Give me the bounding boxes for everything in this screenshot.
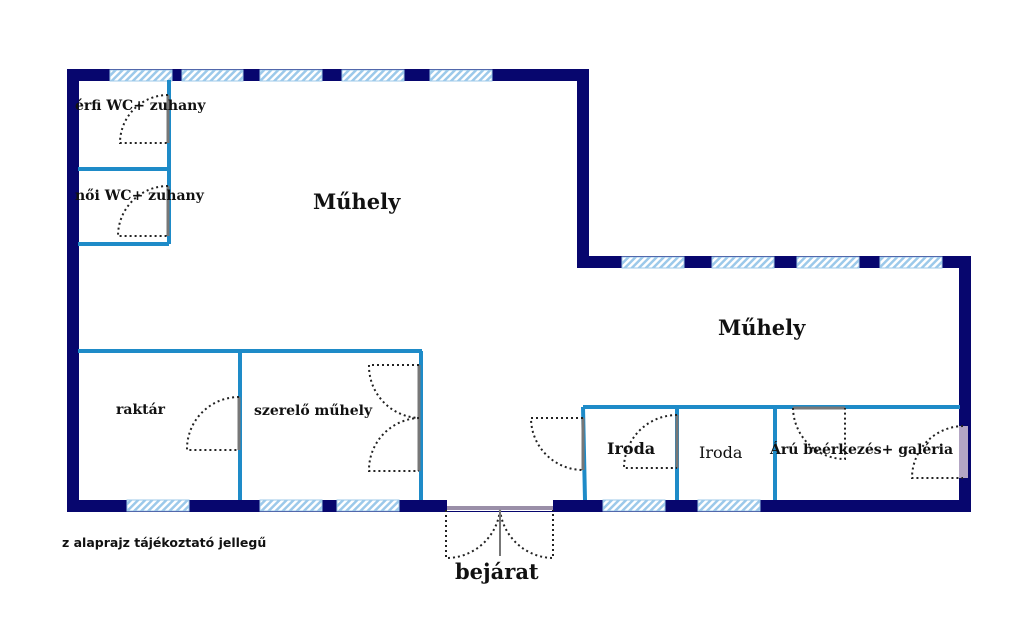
- inner-walls: [78, 80, 960, 501]
- window: [341, 69, 405, 82]
- doors: [116, 94, 968, 560]
- room-label-iroda-1: Iroda: [607, 439, 656, 458]
- window: [109, 69, 173, 82]
- room-label-szerelo-muhely: szerelő műhely: [254, 403, 373, 419]
- room-label-muhely-1: Műhely: [313, 189, 401, 214]
- window: [336, 499, 400, 512]
- outer-walls: [67, 69, 971, 512]
- window: [259, 499, 323, 512]
- entrance-label: bejárat: [455, 559, 539, 584]
- door: [116, 185, 170, 237]
- window: [879, 256, 943, 269]
- window: [429, 69, 493, 82]
- door: [118, 94, 170, 144]
- room-label-noi-wc: női WC+ zuhany: [75, 188, 204, 204]
- disclaimer-note: z alaprajz tájékoztató jellegű: [62, 535, 267, 550]
- window: [697, 499, 761, 512]
- room-label-ferfi-wc: érfi WC+ zuhany: [75, 98, 206, 114]
- room-label-muhely-2: Műhely: [718, 315, 806, 340]
- door: [529, 417, 585, 471]
- windows: [109, 69, 943, 512]
- door: [185, 396, 241, 451]
- window: [181, 69, 244, 82]
- entrance-opening: [447, 500, 553, 511]
- window: [796, 256, 860, 269]
- door: [792, 406, 846, 461]
- door: [367, 364, 421, 472]
- room-label-raktar: raktár: [116, 402, 166, 418]
- door: [622, 414, 679, 469]
- room-label-iroda-2: Iroda: [699, 443, 743, 462]
- window: [259, 69, 323, 82]
- room-label-aru: Árú beérkezés+ galéria: [770, 442, 954, 458]
- door: [445, 509, 554, 560]
- window: [711, 256, 775, 269]
- door: [910, 425, 968, 479]
- window: [621, 256, 685, 269]
- window: [126, 499, 190, 512]
- window: [602, 499, 666, 512]
